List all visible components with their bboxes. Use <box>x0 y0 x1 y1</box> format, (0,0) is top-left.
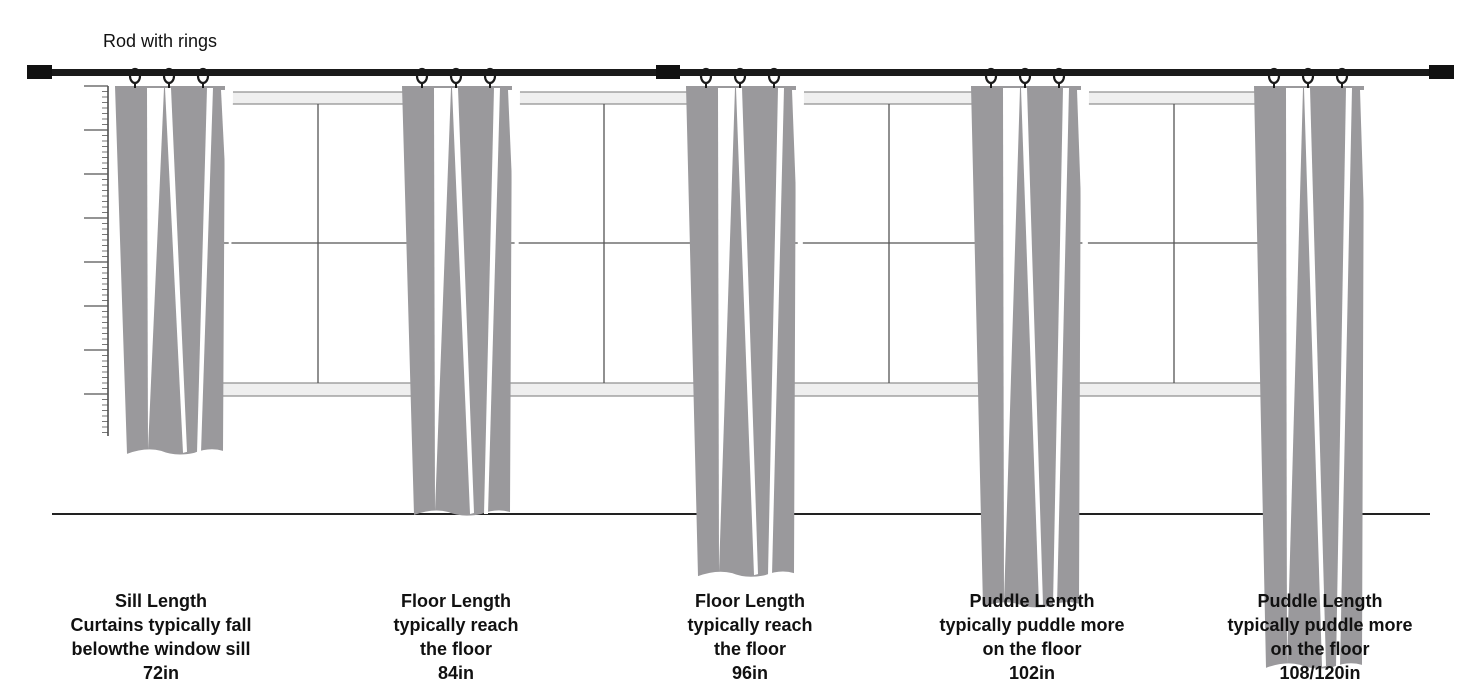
caption-line: on the floor <box>982 639 1082 659</box>
caption-line: typically puddle more <box>1227 615 1413 635</box>
rod-bar <box>40 69 1440 76</box>
curtain-sill <box>115 86 233 455</box>
curtain-floor-96 <box>686 86 804 577</box>
caption-title: Sill Length <box>115 591 207 611</box>
curtain-fold <box>434 88 451 511</box>
caption-length: 102in <box>1008 663 1056 683</box>
caption-title: Floor Length <box>401 591 511 611</box>
curtain-floor-84 <box>402 86 520 516</box>
caption-line: the floor <box>714 639 786 659</box>
curtain-fold <box>147 88 164 450</box>
curtain-fold <box>1304 88 1326 667</box>
caption-line: typically reach <box>687 615 813 635</box>
curtain-panel <box>686 86 796 577</box>
rod-finial-right <box>1429 65 1454 79</box>
caption-line: typically reach <box>393 615 519 635</box>
curtain-fold <box>221 90 233 288</box>
caption-sill: Sill Length Curtains typically fall belo… <box>26 589 296 685</box>
curtain-fold <box>1003 88 1020 603</box>
caption-line: Curtains typically fall <box>70 615 252 635</box>
caption-title: Puddle Length <box>969 591 1095 611</box>
caption-title: Puddle Length <box>1257 591 1383 611</box>
caption-puddle-108-120: Puddle Length typically puddle more on t… <box>1185 589 1455 685</box>
curtain-panel <box>402 86 512 516</box>
caption-length: 96in <box>731 663 769 683</box>
caption-floor-84: Floor Length typically reach the floor 8… <box>321 589 591 685</box>
caption-floor-96: Floor Length typically reach the floor 9… <box>615 589 885 685</box>
curtain-panel <box>1254 86 1364 669</box>
curtain-fold <box>736 88 758 576</box>
curtain-fold <box>718 88 735 573</box>
caption-puddle-102: Puddle Length typically puddle more on t… <box>897 589 1167 685</box>
curtain-rings <box>128 67 1349 88</box>
curtain-fold <box>484 88 500 514</box>
curtain-fold <box>1286 88 1303 664</box>
curtain-rod <box>27 65 1454 79</box>
caption-length: 72in <box>142 663 180 683</box>
rod-bracket-center <box>656 65 680 79</box>
curtain-fold <box>165 88 187 453</box>
caption-line: belowthe window sill <box>71 639 251 659</box>
curtain-panel <box>971 86 1081 608</box>
curtain-fold <box>508 90 520 322</box>
caption-line: typically puddle more <box>939 615 1125 635</box>
caption-line: the floor <box>420 639 492 659</box>
rod-label: Rod with rings <box>103 31 218 51</box>
caption-title: Floor Length <box>695 591 805 611</box>
caption-length: 108/120in <box>1279 663 1361 683</box>
measuring-ruler <box>84 85 109 436</box>
curtain-fold <box>197 88 213 453</box>
curtain-puddle-102 <box>971 86 1089 608</box>
curtain-fold <box>1053 88 1069 606</box>
caption-length: 84in <box>437 663 475 683</box>
curtain-fold <box>792 90 804 356</box>
rod-finial-left <box>27 65 52 79</box>
curtain-fold <box>1077 90 1089 372</box>
curtain-fold <box>1360 90 1372 406</box>
curtain-fold <box>768 88 784 576</box>
curtains <box>115 86 1372 669</box>
curtain-puddle-108-120 <box>1254 86 1372 669</box>
caption-line: on the floor <box>1270 639 1370 659</box>
curtain-fold <box>1021 88 1043 606</box>
curtain-fold <box>1336 88 1352 667</box>
curtain-panel <box>115 86 225 455</box>
curtain-fold <box>452 88 474 514</box>
